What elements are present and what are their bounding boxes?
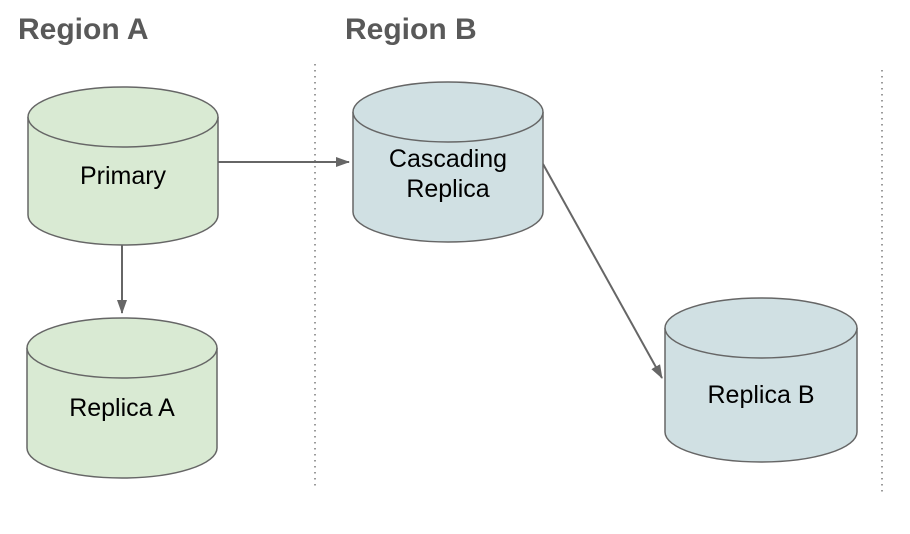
node-cascading-replica: Cascading Replica xyxy=(352,81,544,243)
database-cylinder-top xyxy=(27,86,219,148)
region-a-title: Region A xyxy=(18,13,149,46)
node-primary: Primary xyxy=(27,86,219,246)
edge-cascading-replica-to-replica-b xyxy=(542,163,663,379)
database-cylinder-icon xyxy=(664,328,858,463)
node-cascading-replica-label-line2: Replica xyxy=(406,175,489,203)
database-cylinder-top xyxy=(664,297,858,359)
database-cylinder-top xyxy=(26,317,218,379)
database-cylinder-icon xyxy=(26,348,218,479)
node-replica-a: Replica A xyxy=(26,317,218,479)
node-replica-b-label: Replica B xyxy=(708,381,815,409)
node-primary-label: Primary xyxy=(80,162,167,190)
database-cylinder-icon xyxy=(27,117,219,246)
node-replica-b: Replica B xyxy=(664,297,858,463)
database-cylinder-icon xyxy=(352,112,544,243)
node-cascading-replica-label-line1: Cascading xyxy=(389,145,507,173)
node-replica-a-label: Replica A xyxy=(69,394,175,422)
region-b-title: Region B xyxy=(345,13,477,46)
database-cylinder-top xyxy=(352,81,544,143)
